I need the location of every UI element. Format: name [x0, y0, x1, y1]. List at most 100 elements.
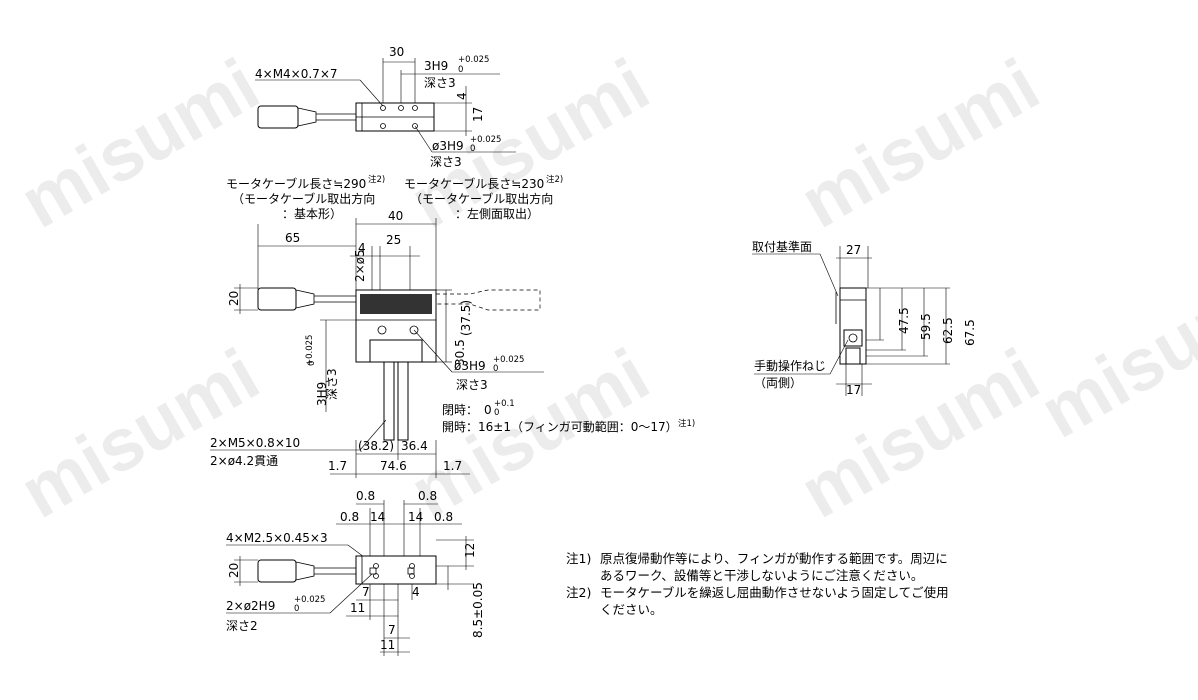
side-dim-27: 27 — [846, 243, 861, 257]
bottom-dim-4: 4 — [412, 585, 420, 599]
dim-65: 65 — [285, 231, 300, 245]
dim-74-6: 74.6 — [380, 459, 407, 473]
bottom-dim-08a: 0.8 — [356, 489, 375, 503]
front-hole-depth: 深さ3 — [456, 378, 488, 392]
cable-right-line2: （モータケーブル取出方向 — [410, 191, 553, 206]
bottom-hole-tol-zero: 0 — [294, 604, 299, 614]
left-hole-label: 3H9 — [315, 382, 329, 406]
note1-label: 注1) — [566, 551, 591, 566]
top-cable-plug — [257, 105, 299, 129]
top-tap-label: 4×M4×0.7×7 — [255, 67, 338, 81]
top-view: 30 3H9 +0.025 0 深さ3 4×M4×0.7×7 4 17 ø3H9… — [255, 45, 516, 169]
dim-2x5: 2×ø5 — [353, 249, 367, 282]
left-hole-tol-zero: 0 — [307, 361, 317, 366]
bottom-hole-tol-plus: +0.025 — [294, 595, 325, 605]
dim-40: 40 — [388, 209, 403, 223]
finger-right — [397, 361, 409, 441]
side-lower — [845, 347, 861, 365]
side-dim-62-5: 62.5 — [941, 317, 955, 344]
front-body-dark-band — [360, 294, 432, 314]
top-dim-17: 17 — [471, 107, 485, 122]
top-dim-30: 30 — [389, 45, 404, 59]
finger-left — [383, 361, 395, 441]
closed-tol-zero: 0 — [494, 408, 499, 418]
bottom-dim-08c: 0.8 — [340, 510, 359, 524]
side-dim-17: 17 — [846, 383, 861, 397]
top-hole2-tol-plus: +0.025 — [470, 135, 501, 145]
front-hole-label: ø3H9 — [454, 359, 486, 373]
closed-tol-plus: +0.1 — [494, 399, 515, 409]
bottom-view: 0.8 0.8 0.8 14 14 0.8 4×M2.5×0.45×3 20 — [226, 489, 485, 656]
bottom-dim-08d: 0.8 — [434, 510, 453, 524]
top-tol-plus: +0.025 — [458, 55, 489, 65]
front-tap-label: 2×M5×0.8×10 — [210, 436, 300, 450]
top-hole2-label: ø3H9 — [432, 139, 464, 153]
bottom-body — [355, 555, 437, 585]
left-hole-tol-plus: +0.025 — [305, 335, 315, 366]
top-hole-label: 3H9 — [424, 59, 448, 73]
bottom-depth: 深さ2 — [226, 619, 258, 633]
notes: 注1) 原点復帰動作等により、フィンガが動作する範囲です。周辺に あるワーク、設… — [566, 551, 949, 617]
top-dim-4: 4 — [455, 92, 469, 100]
top-hole2-depth: 深さ3 — [430, 155, 462, 169]
top-hole2-tol-zero: 0 — [470, 144, 475, 154]
side-view: 取付基準面 27 47.5 59.5 62.5 67.5 手動操作ねじ （両側） — [752, 239, 977, 397]
bottom-cable-plug — [257, 559, 297, 583]
bottom-hole-label: 2×ø2H9 — [226, 599, 275, 613]
dim-38-2: (38.2) — [358, 439, 394, 453]
bottom-dim-7b: 7 — [388, 623, 396, 637]
watermark-7: misumi — [1027, 252, 1198, 453]
side-dim-67-5: 67.5 — [963, 319, 977, 346]
watermark-1: misumi — [7, 42, 273, 243]
watermark-3: misumi — [787, 42, 1053, 243]
bottom-dim-11a: 11 — [350, 601, 365, 615]
front-hole-tol-plus: +0.025 — [493, 355, 524, 365]
bottom-dim-08b: 0.8 — [418, 489, 437, 503]
watermarks: misumi misumi misumi misumi misumi misum… — [7, 42, 1198, 533]
cable-left-line2: （モータケーブル取出方向 — [232, 191, 375, 206]
front-cable-plug — [257, 287, 297, 311]
top-cable-taper — [297, 107, 317, 127]
dim-37-5: (37.5) — [459, 300, 473, 336]
note2-label: 注2) — [566, 585, 591, 600]
note1-line1: 原点復帰動作等により、フィンガが動作する範囲です。周辺に — [600, 551, 948, 566]
note2-line2: ください。 — [600, 602, 663, 617]
cable-right-line3: ：左側面取出） — [455, 206, 539, 221]
dim-1-7-right: 1.7 — [443, 459, 462, 473]
top-depth: 深さ3 — [424, 76, 456, 90]
bottom-dim-14b: 14 — [408, 510, 423, 524]
side-screw — [843, 329, 863, 347]
front-lower-block — [369, 339, 423, 363]
manual-screw-label: 手動操作ねじ — [754, 358, 826, 373]
front-cable-taper — [295, 289, 315, 309]
dim-20-left: 20 — [227, 291, 241, 306]
note2-line1: モータケーブルを繰返し屈曲動作させないよう固定してご使用 — [600, 585, 949, 600]
front-hole-tol-zero: 0 — [493, 364, 498, 374]
dim-4: 4 — [358, 241, 366, 255]
bottom-cable-taper — [295, 561, 315, 581]
left-hole-depth: 深さ3 — [325, 368, 339, 400]
open-note: 注1) — [678, 418, 695, 429]
watermark-4: misumi — [7, 332, 273, 533]
side-dim-59-5: 59.5 — [919, 313, 933, 340]
open-label: 開時：16±1（フィンガ可動範囲：0～17） — [442, 419, 678, 434]
closed-label: 閉時： — [442, 403, 478, 417]
note1-line2: あるワーク、設備等と干渉しないようにご注意ください。 — [600, 568, 923, 583]
side-dim-47-5: 47.5 — [897, 307, 911, 334]
dim-1-7-left: 1.7 — [328, 459, 347, 473]
bottom-dim-8-5: 8.5±0.05 — [471, 582, 485, 638]
closed-value: 0 — [484, 403, 492, 417]
cable-right-line1: モータケーブル長さ≒230 — [404, 176, 544, 191]
bottom-tap-label: 4×M2.5×0.45×3 — [226, 531, 328, 545]
front-cable-dashed — [436, 289, 541, 311]
front-thru-label: 2×ø4.2貫通 — [210, 454, 278, 468]
front-view: モータケーブル長さ≒290 注2) （モータケーブル取出方向 ：基本形） モータ… — [210, 174, 695, 478]
top-tol-zero: 0 — [458, 65, 463, 75]
dim-30-5: 30.5 — [453, 339, 467, 366]
cable-left-note: 注2) — [368, 174, 385, 185]
bottom-dim-20: 20 — [227, 563, 241, 578]
watermark-6: misumi — [787, 332, 1053, 533]
ref-surface-label: 取付基準面 — [752, 239, 812, 254]
